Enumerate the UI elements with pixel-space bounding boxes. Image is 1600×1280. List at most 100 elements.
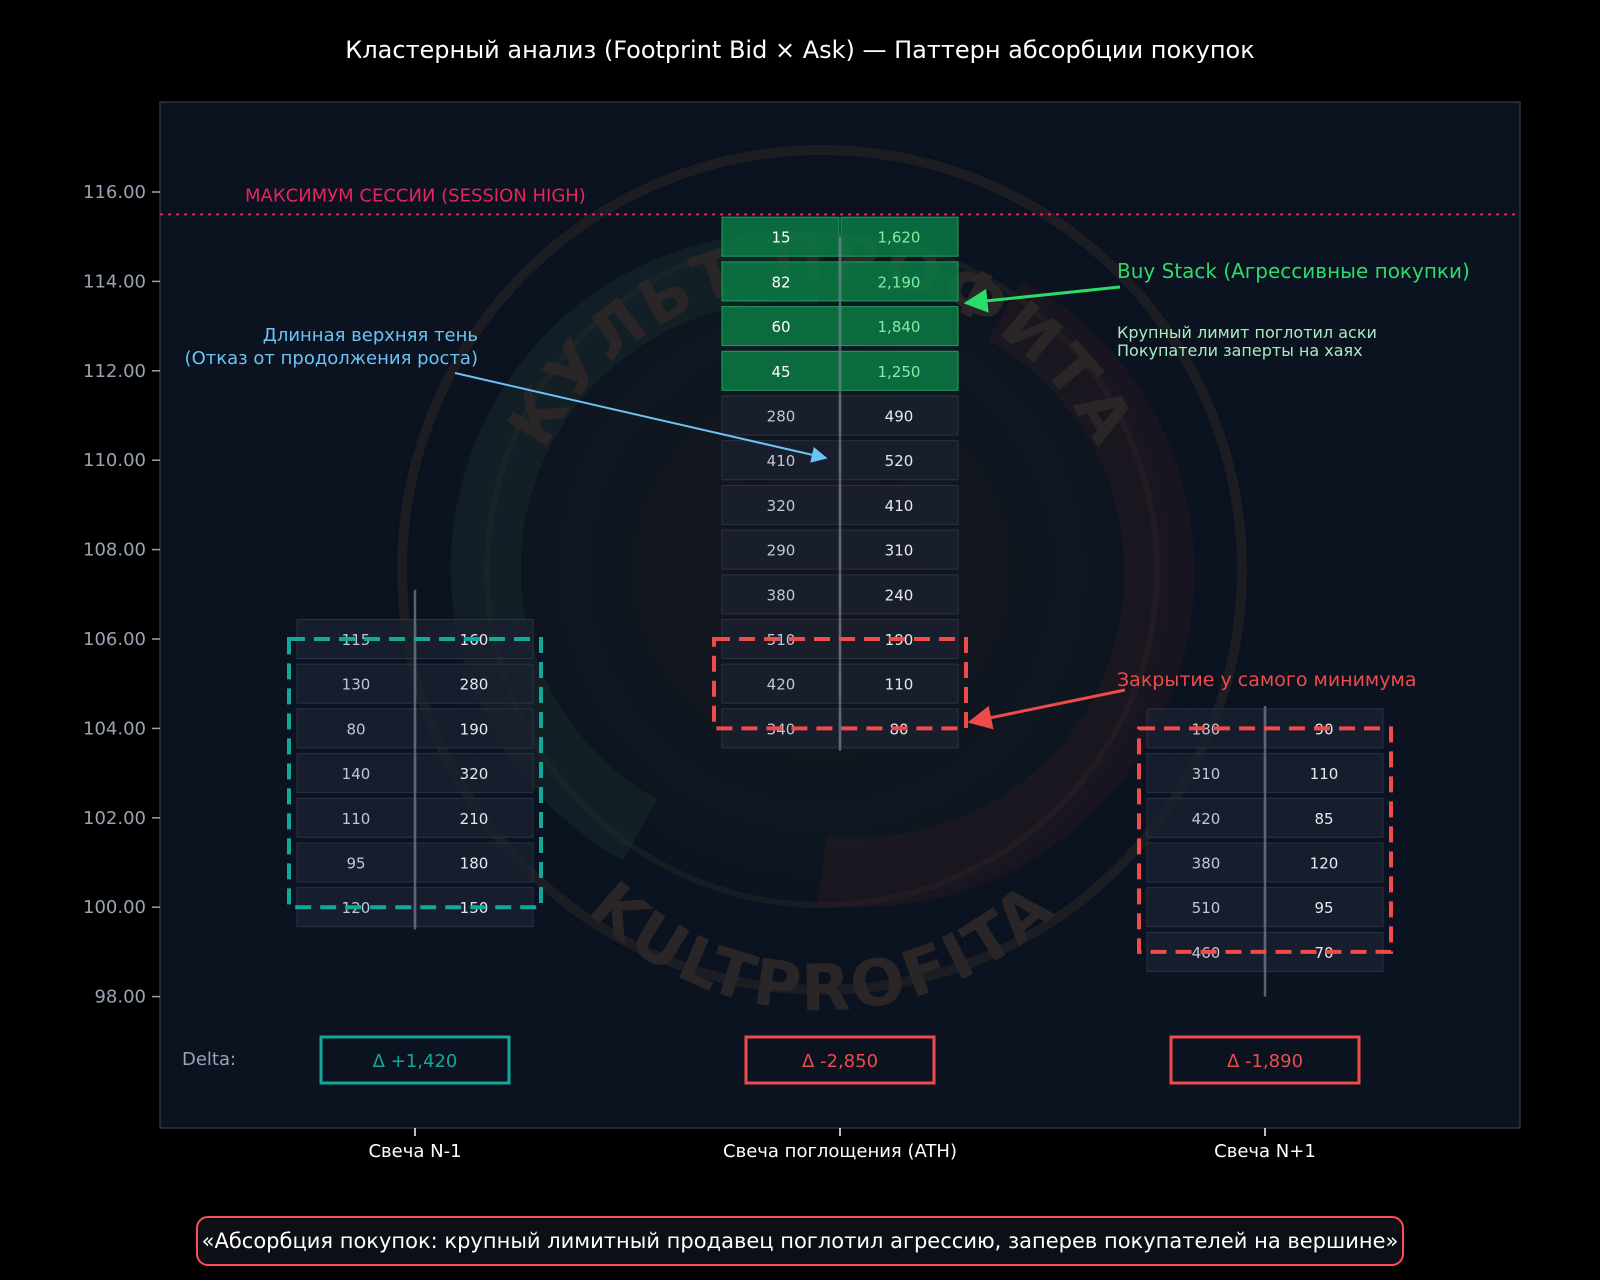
ask-value: 320 — [460, 765, 489, 783]
buy-stack-note-1: Крупный лимит поглотил аски — [1117, 323, 1377, 342]
ask-cell — [1265, 887, 1384, 928]
bid-cell — [721, 216, 840, 257]
bid-value: 60 — [771, 318, 790, 336]
ask-cell — [415, 842, 534, 883]
bid-value: 310 — [1192, 765, 1221, 783]
bid-value: 420 — [767, 676, 796, 694]
ask-cell — [1265, 797, 1384, 838]
bid-cell — [721, 574, 840, 615]
ask-value: 1,620 — [878, 229, 921, 247]
bid-value: 80 — [346, 720, 365, 738]
ask-value: 240 — [885, 586, 914, 604]
session-high: МАКСИМУМ СЕССИИ (SESSION HIGH) — [160, 185, 1520, 216]
y-tick-label: 106.00 — [83, 629, 146, 650]
ask-cell — [415, 708, 534, 749]
bid-value: 82 — [771, 273, 790, 291]
bid-value: 95 — [346, 855, 365, 873]
bid-value: 45 — [771, 363, 790, 381]
delta-value: Δ -1,890 — [1227, 1051, 1303, 1072]
bid-value: 510 — [1192, 899, 1221, 917]
bid-cell — [1146, 842, 1265, 883]
ask-value: 70 — [1314, 944, 1333, 962]
bid-value: 140 — [342, 765, 371, 783]
chart-title: Кластерный анализ (Footprint Bid × Ask) … — [345, 36, 1255, 64]
bid-value: 280 — [767, 408, 796, 426]
ask-value: 110 — [885, 676, 914, 694]
bid-cell — [296, 753, 415, 794]
bid-value: 180 — [1192, 720, 1221, 738]
highlight-box — [712, 637, 968, 731]
delta-value: Δ +1,420 — [373, 1051, 458, 1072]
ask-value: 110 — [1310, 765, 1339, 783]
ask-value: 120 — [1310, 855, 1339, 873]
y-tick-label: 104.00 — [83, 718, 146, 739]
ask-value: 180 — [460, 855, 489, 873]
x-tick-label: Свеча N-1 — [368, 1141, 461, 1162]
y-axis: 116.00114.00112.00110.00108.00106.00104.… — [83, 182, 160, 1008]
y-tick-label: 112.00 — [83, 361, 146, 382]
bid-value: 110 — [342, 810, 371, 828]
y-tick-label: 114.00 — [83, 271, 146, 292]
y-tick-label: 110.00 — [83, 450, 146, 471]
ask-value: 410 — [885, 497, 914, 515]
delta-box — [744, 1035, 936, 1085]
buy-stack-note-2: Покупатели заперты на хаях — [1117, 341, 1363, 360]
bid-cell — [721, 350, 840, 391]
ask-cell — [1265, 753, 1384, 794]
ask-cell — [840, 261, 959, 302]
upper-wick-note-1: Длинная верхняя тень — [263, 325, 478, 346]
bid-value: 510 — [767, 631, 796, 649]
ask-value: 490 — [885, 408, 914, 426]
buy-stack-title: Buy Stack (Агрессивные покупки) — [1117, 259, 1470, 283]
delta-box — [319, 1035, 511, 1085]
y-tick-label: 102.00 — [83, 808, 146, 829]
bid-value: 410 — [767, 452, 796, 470]
annotations: Buy Stack (Агрессивные покупки) Крупный л… — [185, 259, 1470, 730]
session-high-label: МАКСИМУМ СЕССИИ (SESSION HIGH) — [245, 185, 586, 206]
bid-value: 420 — [1192, 810, 1221, 828]
ask-value: 85 — [1314, 810, 1333, 828]
delta-box — [1169, 1035, 1361, 1085]
bid-cell — [721, 395, 840, 436]
ask-cell — [840, 574, 959, 615]
buy-stack-arrow — [963, 285, 1121, 313]
ask-value: 310 — [885, 542, 914, 560]
bid-cell — [1146, 887, 1265, 928]
bid-cell — [721, 306, 840, 347]
highlight-box — [1137, 726, 1393, 954]
bid-value: 130 — [342, 676, 371, 694]
bid-cell — [296, 708, 415, 749]
bid-value: 290 — [767, 542, 796, 560]
x-tick-label: Свеча N+1 — [1214, 1141, 1316, 1162]
ask-value: 280 — [460, 676, 489, 694]
bid-cell — [1146, 753, 1265, 794]
bid-value: 380 — [1192, 855, 1221, 873]
ask-cell — [840, 663, 959, 704]
bid-value: 15 — [771, 229, 790, 247]
upper-wick-arrow — [454, 372, 828, 463]
highlight-box — [287, 637, 543, 910]
ask-cell — [415, 753, 534, 794]
ask-value: 190 — [460, 720, 489, 738]
x-tick-label: Свеча поглощения (ATH) — [723, 1141, 957, 1162]
ask-cell — [415, 663, 534, 704]
ask-cell — [840, 529, 959, 570]
bid-value: 115 — [342, 631, 371, 649]
ask-value: 1,840 — [878, 318, 921, 336]
y-tick-label: 100.00 — [83, 897, 146, 918]
ask-value: 2,190 — [878, 273, 921, 291]
bid-cell — [721, 663, 840, 704]
upper-wick-note-2: (Отказ от продолжения роста) — [185, 348, 478, 369]
delta-label: Delta: — [182, 1049, 236, 1070]
bid-value: 380 — [767, 586, 796, 604]
y-tick-label: 116.00 — [83, 182, 146, 203]
ask-value: 520 — [885, 452, 914, 470]
ask-cell — [840, 216, 959, 257]
delta-value: Δ -2,850 — [802, 1051, 878, 1072]
y-tick-label: 98.00 — [94, 987, 146, 1008]
